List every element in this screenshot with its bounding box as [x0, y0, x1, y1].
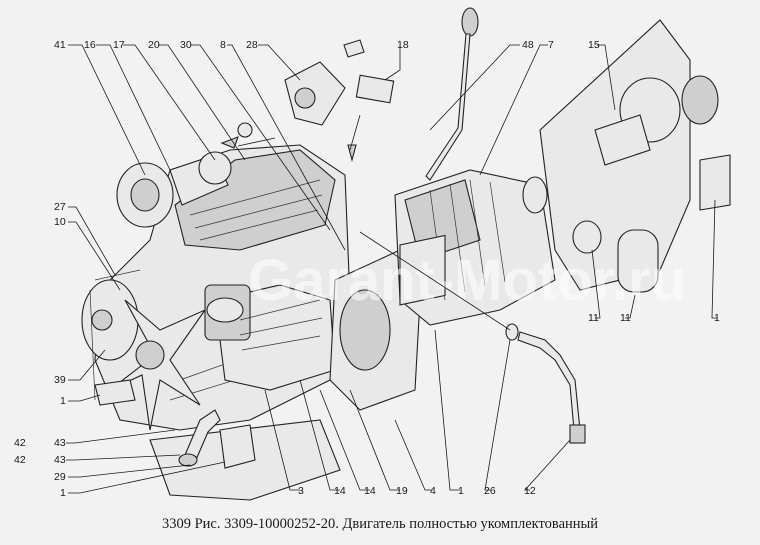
callout-27: 27: [54, 201, 66, 213]
callout-28: 28: [246, 39, 258, 51]
callout-1: 1: [458, 485, 464, 497]
right-detail-group: [539, 19, 731, 293]
callout-8: 8: [220, 39, 226, 51]
arrow-indicator: [237, 137, 276, 147]
callout-17: 17: [113, 39, 125, 51]
gear-shift-lever: [425, 7, 479, 181]
callout-labels: 41 16 17 20 30 8 28 18 48 7 15 27 10 39 …: [14, 39, 720, 499]
callout-12: 12: [524, 485, 536, 497]
callout-7: 7: [548, 39, 554, 51]
injection-pump: [204, 284, 336, 391]
figure-caption: 3309 Рис. 3309-10000252-20. Двигатель по…: [161, 516, 599, 532]
callout-1: 1: [714, 312, 720, 324]
callout-30: 30: [180, 39, 192, 51]
coolant-pipe: [178, 409, 221, 467]
callout-42: 42: [14, 437, 26, 449]
callout-3: 3: [298, 485, 304, 497]
callout-14: 14: [364, 485, 376, 497]
callout-11: 11: [620, 312, 631, 324]
watermark: Garant-Motor.ru: [248, 248, 686, 313]
leader-lines: [66, 44, 717, 494]
callout-18: 18: [397, 39, 409, 51]
gearbox: [394, 169, 556, 326]
callout-14: 14: [334, 485, 346, 497]
callout-29: 29: [54, 471, 66, 483]
callout-48: 48: [522, 39, 534, 51]
callout-41: 41: [54, 39, 66, 51]
callout-20: 20: [148, 39, 160, 51]
callout-4: 4: [430, 485, 436, 497]
fuel-hose: [505, 323, 586, 444]
callout-19: 19: [396, 485, 408, 497]
callout-15: 15: [588, 39, 600, 51]
engine-mounts: [94, 379, 256, 469]
callout-43: 43: [54, 437, 66, 449]
callout-1: 1: [60, 395, 66, 407]
callout-1: 1: [60, 487, 66, 499]
arrow-indicator: [359, 231, 511, 331]
fan-pulley: [81, 269, 207, 431]
flange-and-fitting: [220, 39, 395, 163]
callout-39: 39: [54, 374, 66, 386]
compressor-unit: [116, 151, 232, 228]
callout-26: 26: [484, 485, 496, 497]
callout-16: 16: [84, 39, 96, 51]
callout-42: 42: [14, 454, 26, 466]
callout-10: 10: [54, 216, 66, 228]
callout-11: 11: [588, 312, 599, 324]
arrow-indicator: [349, 114, 361, 151]
callout-43: 43: [54, 454, 66, 466]
